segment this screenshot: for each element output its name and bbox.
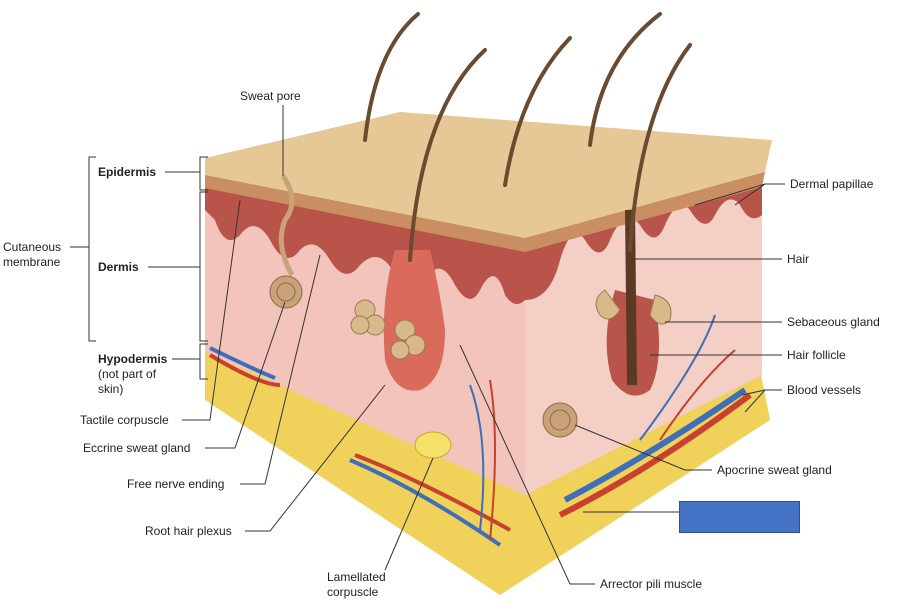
label-hypodermis-note1: (not part of xyxy=(98,367,157,381)
label-lamellated-line2: corpuscle xyxy=(327,585,379,599)
label-blood-vessels: Blood vessels xyxy=(787,383,862,397)
sebaceous-gland-graphic xyxy=(350,289,672,360)
label-cutaneous-line2: membrane xyxy=(3,255,61,269)
label-arrector-pili-muscle: Arrector pili muscle xyxy=(600,577,703,591)
hairs xyxy=(363,12,692,262)
label-dermis: Dermis xyxy=(98,260,139,274)
label-hypodermis-title: Hypodermis xyxy=(98,352,168,366)
answer-box-blank[interactable] xyxy=(679,501,800,533)
label-sweat-pore: Sweat pore xyxy=(240,89,301,103)
label-epidermis: Epidermis xyxy=(98,165,157,179)
papillary-layer-front xyxy=(205,185,525,304)
epidermis-right-edge xyxy=(525,172,765,252)
label-hair: Hair xyxy=(787,252,810,266)
sweat-duct xyxy=(278,174,295,277)
label-cutaneous-line1: Cutaneous xyxy=(3,240,62,254)
label-root-hair-plexus: Root hair plexus xyxy=(145,524,232,538)
lamellated-corpuscle-graphic xyxy=(414,431,452,459)
papillary-layer-right xyxy=(525,185,762,300)
epidermis-front-edge xyxy=(205,175,525,252)
leader-lines xyxy=(70,105,785,585)
label-apocrine-sweat-gland: Apocrine sweat gland xyxy=(717,463,832,477)
label-sebaceous-gland: Sebaceous gland xyxy=(787,315,880,329)
label-hair-follicle: Hair follicle xyxy=(787,348,846,362)
label-lamellated-line1: Lamellated xyxy=(327,570,386,584)
coiled-sweat-glands xyxy=(269,275,578,438)
label-hypodermis-note2: skin) xyxy=(98,382,124,396)
label-free-nerve-ending: Free nerve ending xyxy=(127,477,225,491)
blood-vessels-graphic xyxy=(208,314,752,547)
label-dermal-papillae: Dermal papillae xyxy=(790,177,874,191)
label-eccrine-sweat-gland: Eccrine sweat gland xyxy=(83,441,191,455)
label-tactile-corpuscle: Tactile corpuscle xyxy=(80,413,169,427)
